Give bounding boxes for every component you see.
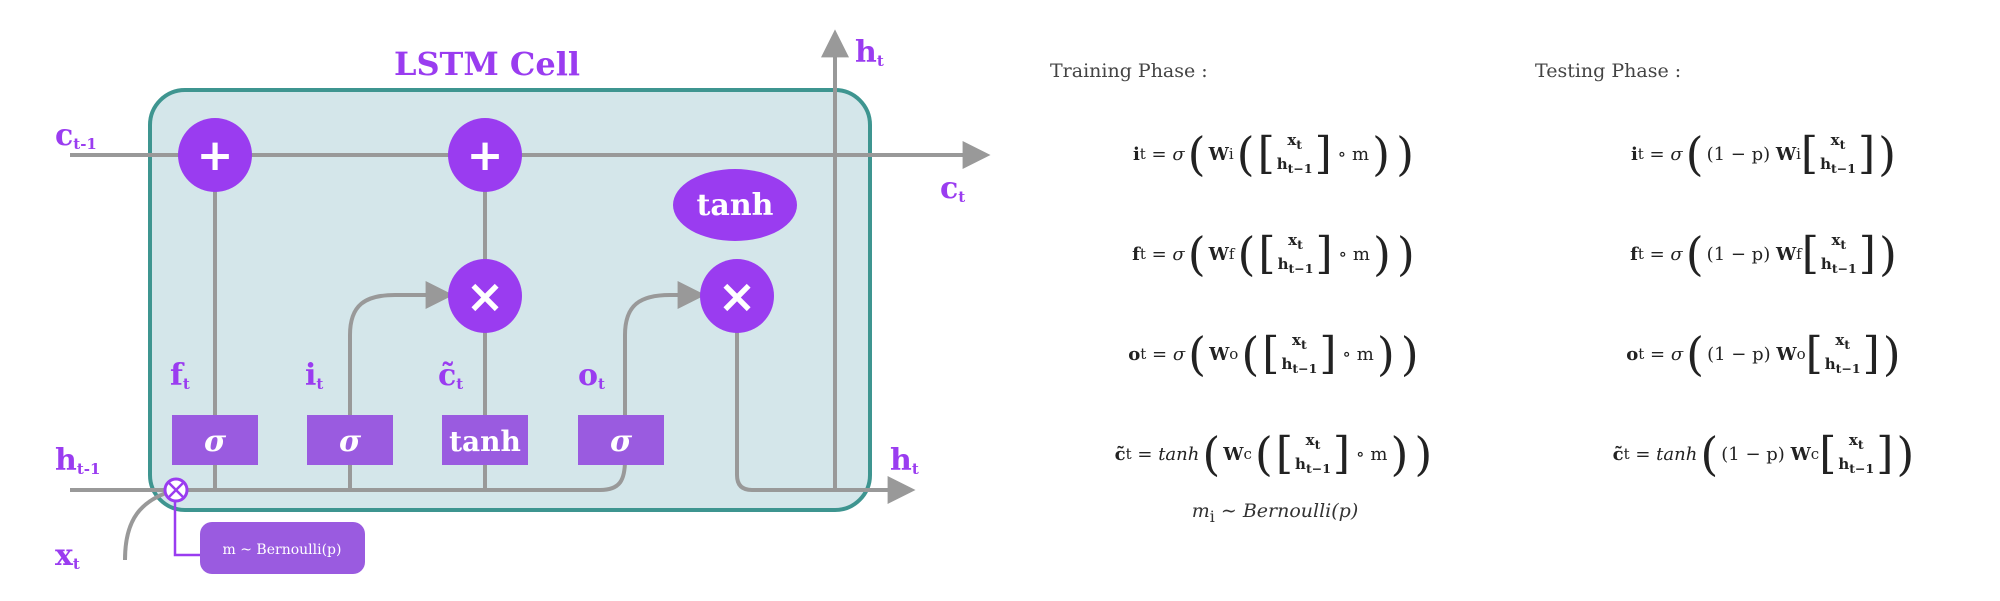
training-phase-title: Training Phase :	[1050, 60, 1208, 82]
o-label: ot	[578, 358, 605, 393]
h-output-path	[735, 320, 916, 504]
svg-text:m ~ Bernoulli(p): m ~ Bernoulli(p)	[223, 542, 342, 558]
bernoulli-definition: mi ∼ Bernoulli(p)	[1191, 500, 1359, 526]
input-multiply-op: ×	[448, 259, 522, 333]
c-tilde-label: c̃t	[438, 358, 463, 393]
output-gate-box: σ	[578, 415, 664, 465]
cell-tanh-op: tanh	[673, 169, 797, 241]
output-multiply-op: ×	[700, 259, 774, 333]
mask-connector	[173, 500, 200, 557]
testing-phase-title: Testing Phase :	[1535, 60, 1682, 82]
dropout-op	[163, 477, 189, 503]
input-gate-path	[348, 281, 454, 490]
svg-text:σ: σ	[339, 424, 362, 459]
x-label: xt	[55, 538, 80, 573]
svg-text:tanh: tanh	[449, 425, 521, 458]
svg-text:σ: σ	[610, 424, 633, 459]
output-gate-path	[599, 281, 706, 492]
i-label: it	[305, 358, 323, 393]
input-add-op: +	[448, 118, 522, 192]
svg-text:σ: σ	[204, 424, 227, 459]
lstm-cell-diagram: LSTM Cell + + × × tanh σ	[55, 29, 991, 574]
forget-add-op: +	[178, 118, 252, 192]
mask-box: m ~ Bernoulli(p)	[200, 522, 365, 574]
svg-text:tanh: tanh	[697, 188, 774, 223]
candidate-gate-box: tanh	[442, 415, 528, 465]
input-gate-box: σ	[307, 415, 393, 465]
forget-gate-box: σ	[172, 415, 258, 465]
c-out-label: ct	[940, 171, 965, 206]
h-prev-label: ht-1	[55, 443, 100, 478]
svg-text:×: ×	[718, 269, 757, 323]
svg-text:+: +	[467, 130, 504, 181]
h-out-label: ht	[890, 443, 919, 478]
c-prev-label: ct-1	[55, 118, 97, 153]
f-label: ft	[170, 358, 190, 393]
svg-text:+: +	[197, 130, 234, 181]
svg-text:×: ×	[466, 269, 505, 323]
diagram-title: LSTM Cell	[394, 45, 580, 83]
h-top-label: ht	[855, 35, 884, 70]
